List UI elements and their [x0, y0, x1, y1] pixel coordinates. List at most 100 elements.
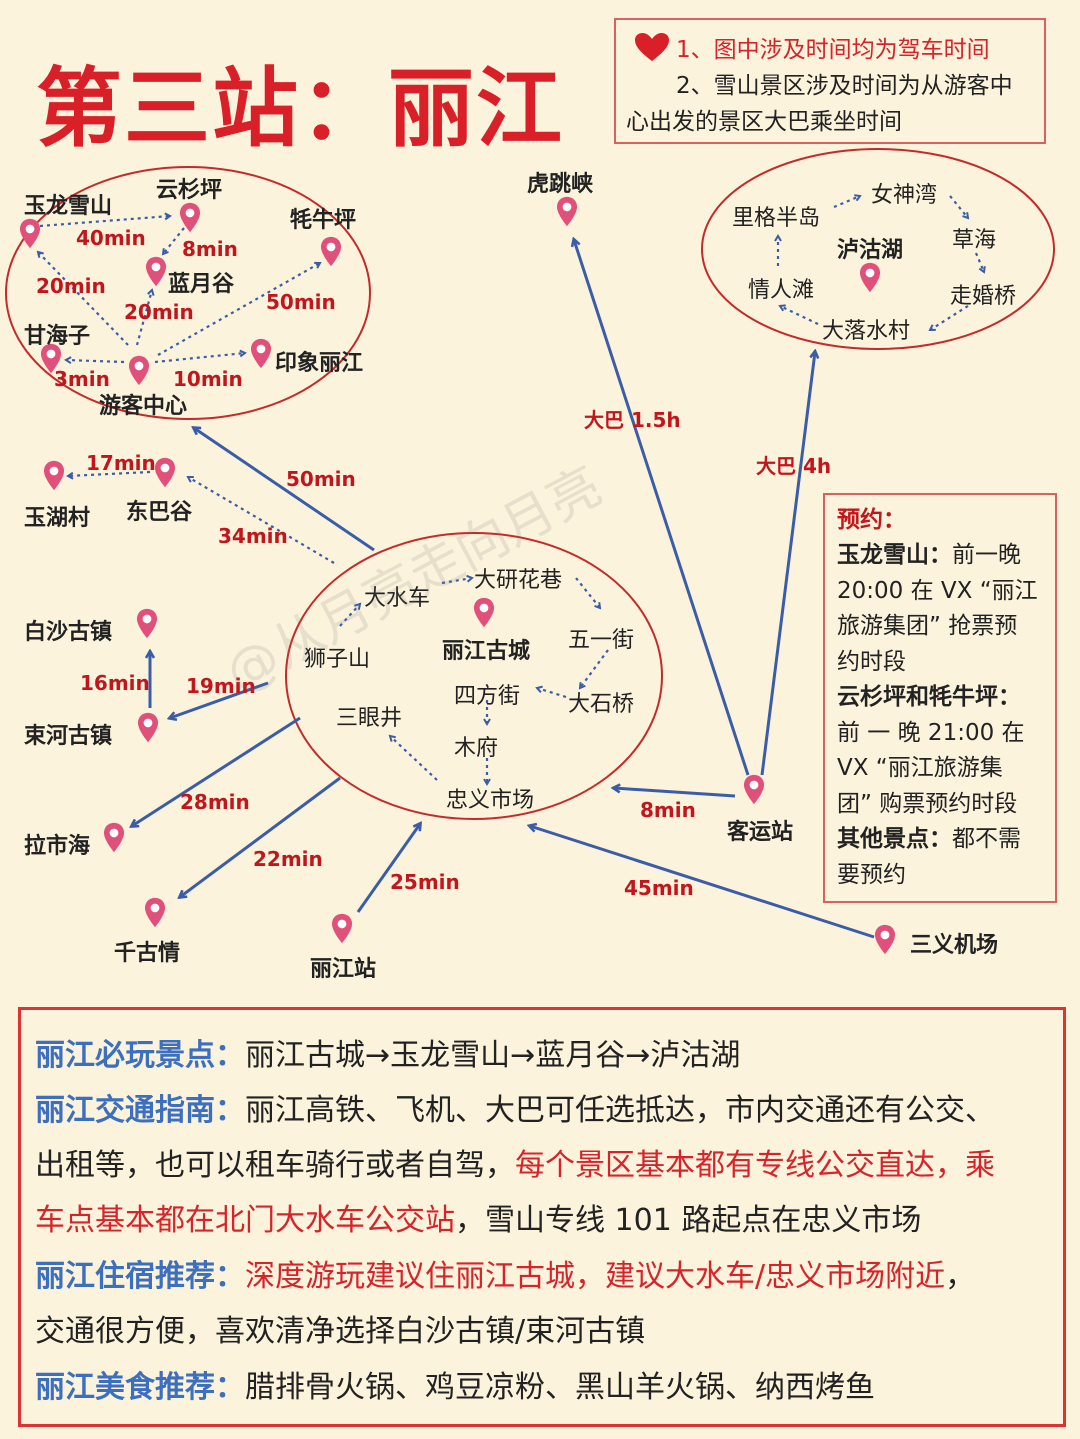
- place-maoniuping: 牦牛坪: [290, 208, 357, 233]
- place-zouhunqiao: 走婚桥: [950, 284, 1017, 309]
- lugu-lake-ellipse: [701, 148, 1055, 350]
- reservation-text: 前 一 晚 21:00 在: [837, 720, 1025, 746]
- place-shizishan: 狮子山: [304, 647, 371, 672]
- time-label: 8min: [182, 237, 238, 261]
- route-busstation-arrow: [614, 788, 736, 798]
- place-lanyuegu: 蓝月谷: [168, 272, 235, 297]
- reservation-box: 预约： 玉龙雪山：前一晚 20:00 在 VX “丽江 旅游集团” 抢票预 约时…: [823, 493, 1057, 903]
- route-time-airport: 45min: [624, 876, 694, 900]
- reservation-text: VX “丽江旅游集: [837, 755, 1003, 781]
- route-time-station: 25min: [390, 870, 460, 894]
- pin-lijiang-station: [331, 913, 353, 944]
- pin-lanyuegu: [145, 256, 167, 287]
- time-label: 3min: [54, 367, 110, 391]
- time-label: 10min: [173, 367, 243, 391]
- pin-visitor-center: [128, 355, 150, 386]
- place-sanyanjing: 三眼井: [336, 706, 403, 731]
- route-lugu-arrow: [760, 352, 815, 776]
- reservation-text: 要预约: [837, 862, 906, 888]
- place-baisha-town: 白沙古镇: [24, 620, 113, 645]
- pin-bus-station: [743, 774, 765, 805]
- pin-lugu: [859, 262, 881, 293]
- pin-baisha: [136, 608, 158, 639]
- guide-must-label: 丽江必玩景点：: [35, 1038, 245, 1073]
- snow-mountain-ellipse: [5, 166, 371, 420]
- reservation-text: 20:00 在 VX “丽江: [837, 578, 1038, 604]
- place-wuyijie: 五一街: [568, 628, 635, 653]
- place-lijiang-old-town: 丽江古城: [442, 639, 531, 664]
- pin-maoniuping: [320, 236, 342, 267]
- reservation-label: 云杉坪和牦牛坪：: [837, 684, 1021, 710]
- guide-traffic-text: ，雪山专线 101 路起点在忠义市场: [455, 1203, 922, 1238]
- route-time-yuhu: 17min: [86, 451, 156, 475]
- place-bus-station: 客运站: [727, 820, 794, 845]
- time-label: 40min: [76, 226, 146, 250]
- time-label: 20min: [36, 274, 106, 298]
- route-time-hutiaoxia: 大巴 1.5h: [584, 408, 681, 432]
- place-dongbagu: 东巴谷: [126, 500, 193, 525]
- place-nvshenwan: 女神湾: [871, 183, 938, 208]
- place-lugu-lake: 泸沽湖: [837, 238, 904, 263]
- route-airport-arrow: [530, 826, 875, 939]
- place-qianguqing: 千古情: [114, 941, 181, 966]
- guide-traffic-text: 丽江高铁、飞机、大巴可任选抵达，市内交通还有公交、: [245, 1093, 995, 1128]
- notes-box: 1、图中涉及时间均为驾车时间 2、雪山景区涉及时间为从游客中 心出发的景区大巴乘…: [614, 18, 1046, 144]
- time-label: 50min: [266, 290, 336, 314]
- place-mufu: 木府: [454, 736, 499, 761]
- pin-yinxiang: [250, 338, 272, 369]
- reservation-text: 团” 购票预约时段: [837, 791, 1018, 817]
- place-ligebandao: 里格半岛: [732, 206, 821, 231]
- route-time-baisha: 16min: [80, 671, 150, 695]
- route-time-qianguqing: 22min: [253, 847, 323, 871]
- place-dashiqiao: 大石桥: [568, 692, 635, 717]
- place-caohai: 草海: [952, 228, 997, 253]
- heart-icon: [635, 33, 669, 61]
- pin-hutiaoxia: [556, 196, 578, 227]
- route-time-snow: 50min: [286, 467, 356, 491]
- place-shuhe-town: 束河古镇: [24, 724, 113, 749]
- place-ganhaizi: 甘海子: [24, 324, 91, 349]
- place-yinxiang-lijiang: 印象丽江: [275, 351, 364, 376]
- place-dayanhuaxiang: 大研花巷: [474, 568, 563, 593]
- page-title: 第三站：丽江: [36, 59, 564, 159]
- route-shuhe-arrow: [170, 681, 269, 718]
- place-sanyi-airport: 三义机场: [910, 933, 999, 958]
- guide-food-label: 丽江美食推荐：: [35, 1370, 245, 1405]
- route-time-lashihai: 28min: [180, 790, 250, 814]
- pin-airport: [874, 924, 896, 955]
- place-yulong-snow-mountain: 玉龙雪山: [24, 194, 113, 219]
- place-dashuiche: 大水车: [364, 586, 431, 611]
- pin-yuhu: [43, 460, 65, 491]
- place-hutiaoxia: 虎跳峡: [527, 172, 594, 197]
- pin-lashihai: [103, 822, 125, 853]
- guide-stay-highlight: 深度游玩建议住丽江古城，建议大水车/忠义市场附近: [245, 1259, 946, 1294]
- place-yunshanping: 云杉坪: [156, 178, 223, 203]
- guide-traffic-text: 出租等，也可以租车骑行或者自驾，: [35, 1148, 515, 1183]
- route-time-dongbagu: 34min: [218, 524, 288, 548]
- guide-traffic-highlight: 每个景区基本都有专线公交直达，乘: [515, 1148, 995, 1183]
- pin-qianguqing: [144, 897, 166, 928]
- route-qianguqing-arrow: [180, 776, 341, 897]
- route-time-shuhe: 19min: [186, 674, 256, 698]
- place-daluoshuicun: 大落水村: [822, 319, 911, 344]
- time-label: 20min: [124, 300, 194, 324]
- reservation-text: 旅游集团” 抢票预: [837, 613, 1018, 639]
- guide-stay-label: 丽江住宿推荐：: [35, 1259, 245, 1294]
- guide-traffic-label: 丽江交通指南：: [35, 1093, 245, 1128]
- old-town-ellipse: [285, 532, 663, 820]
- travel-guide-box: 丽江必玩景点：丽江古城→玉龙雪山→蓝月谷→泸沽湖 丽江交通指南：丽江高铁、飞机、…: [18, 1007, 1066, 1427]
- reservation-label: 玉龙雪山：: [837, 542, 952, 568]
- route-hutiaoxia-arrow: [574, 240, 750, 776]
- note-line-2a: 2、雪山景区涉及时间为从游客中: [676, 73, 1013, 99]
- pin-dongbagu: [154, 457, 176, 488]
- place-yuhucun: 玉湖村: [24, 506, 91, 531]
- guide-stay-text: 交通很方便，喜欢清净选择白沙古镇/束河古镇: [35, 1314, 646, 1349]
- guide-traffic-highlight: 车点基本都在北门大水车公交站: [35, 1203, 455, 1238]
- place-lashihai: 拉市海: [24, 834, 91, 859]
- route-snow-arrow: [194, 428, 375, 552]
- place-lijiang-station: 丽江站: [310, 957, 377, 982]
- map-graphics: [5, 148, 1055, 955]
- reservation-text: 约时段: [837, 649, 906, 675]
- place-visitor-center: 游客中心: [99, 394, 188, 419]
- pin-old-town: [473, 597, 495, 628]
